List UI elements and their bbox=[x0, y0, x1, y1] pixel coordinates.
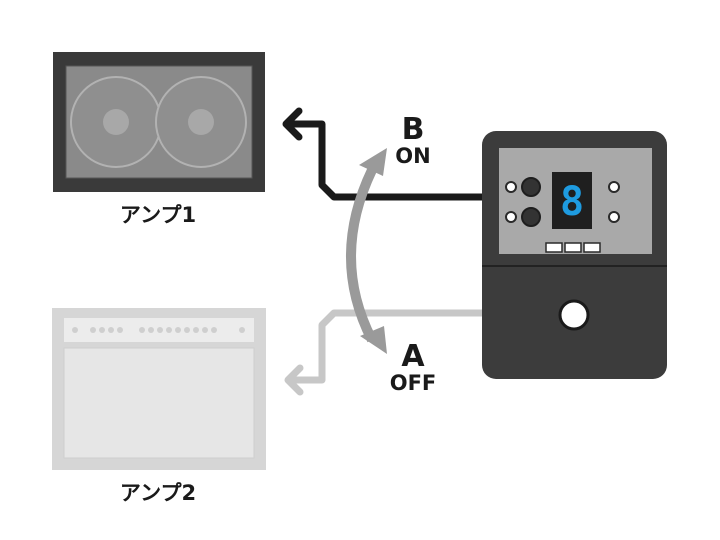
active-cable-to-amp1 bbox=[286, 120, 484, 201]
switch-arrow-head-down bbox=[360, 326, 387, 354]
pedal-buttons[interactable] bbox=[545, 242, 601, 253]
amp2-label: アンプ2 bbox=[120, 481, 196, 505]
amp1-speaker-left bbox=[70, 76, 162, 168]
switch-arrow-head-up bbox=[359, 148, 387, 176]
pedal-display-digit: 8 bbox=[560, 179, 584, 225]
state-b-word: ON bbox=[395, 144, 430, 168]
inactive-cable-to-amp2 bbox=[288, 309, 484, 384]
amp1-label: アンプ1 bbox=[120, 203, 196, 227]
inactive-cable-arrowhead bbox=[284, 364, 304, 396]
pedal-jack-top-left bbox=[505, 181, 517, 193]
amp1: アンプ1 bbox=[53, 52, 265, 227]
pedal: 8 bbox=[482, 131, 667, 379]
pedal-display bbox=[552, 172, 592, 229]
pedal-jack-bottom-right bbox=[608, 211, 620, 223]
amp2-knobs bbox=[72, 327, 245, 333]
pedal-jack-bottom-left bbox=[505, 211, 517, 223]
active-cable-arrowhead bbox=[282, 107, 303, 141]
pedal-knob-top[interactable] bbox=[521, 177, 541, 197]
amp1-speaker-right bbox=[155, 76, 247, 168]
state-a-letter: A bbox=[401, 339, 425, 374]
pedal-footswitch[interactable] bbox=[558, 299, 590, 331]
state-b-letter: B bbox=[402, 112, 425, 147]
amp2-grille bbox=[63, 347, 255, 459]
state-a-word: OFF bbox=[390, 371, 437, 395]
amp2: アンプ2 bbox=[52, 308, 266, 505]
pedal-knob-bottom[interactable] bbox=[521, 207, 541, 227]
pedal-jack-top-right bbox=[608, 181, 620, 193]
switch-arrow bbox=[346, 167, 377, 343]
